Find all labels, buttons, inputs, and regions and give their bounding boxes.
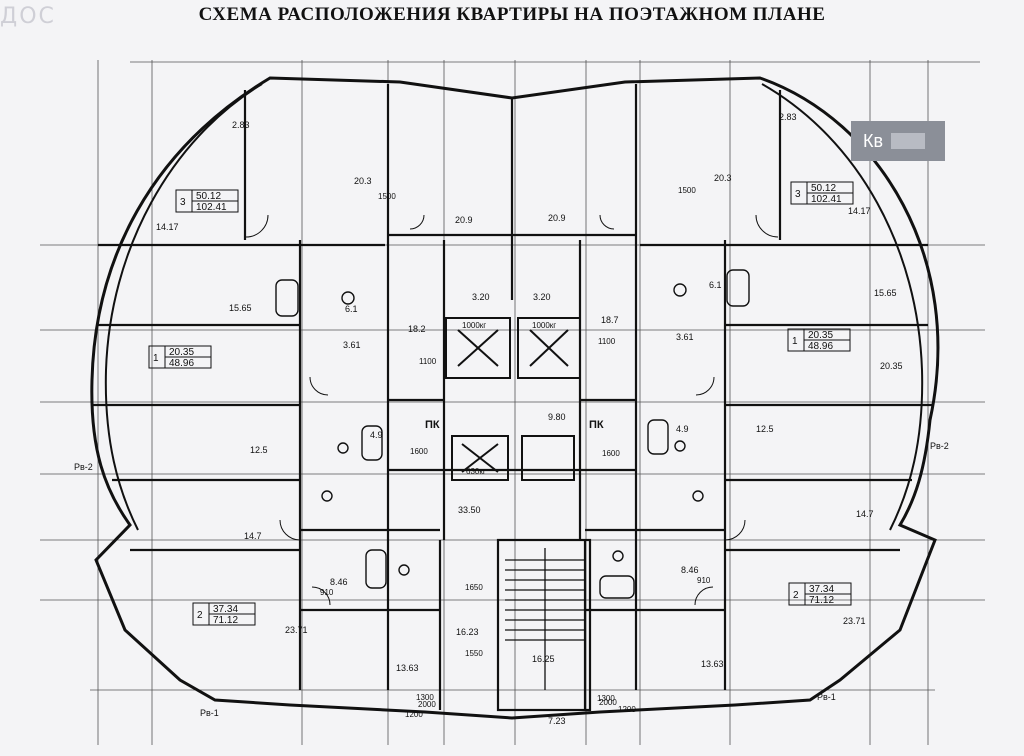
- apt-total: 48.96: [808, 341, 833, 352]
- dimension: 1500: [378, 192, 396, 201]
- room-area: 2.83: [232, 120, 250, 130]
- pk-label: ПК: [589, 419, 604, 431]
- dimension: 1100: [419, 357, 437, 366]
- dimension: 1200: [405, 710, 423, 719]
- room-area: 13.63: [701, 659, 724, 669]
- badge-label: Кв: [863, 130, 884, 151]
- dimension: 2000: [599, 698, 617, 707]
- apt-living: 20.35: [169, 347, 194, 358]
- section-mark: Рв-1: [817, 692, 836, 702]
- apt-total: 102.41: [811, 194, 842, 205]
- dimension: 2000: [418, 700, 436, 709]
- room-area: 23.71: [285, 625, 308, 635]
- building-outline: [90, 76, 940, 720]
- dimension: 1500: [678, 186, 696, 195]
- dimension-labels: 1600 1600 1100 1100 910 910 1500 1500 13…: [320, 186, 711, 719]
- room-area: 14.17: [156, 222, 179, 232]
- room-area: 20.3: [714, 173, 732, 183]
- staircase: [496, 538, 592, 712]
- room-area: 33.50: [458, 505, 481, 515]
- room-area: 14.7: [244, 531, 262, 541]
- dimension: 1550: [465, 649, 483, 658]
- room-area: 8.46: [681, 565, 699, 575]
- apt-living: 37.34: [809, 584, 834, 595]
- apt-rooms: 3: [795, 189, 801, 200]
- pk-label: ПК: [425, 419, 440, 431]
- apt-total: 102.41: [196, 202, 227, 213]
- room-area: 15.65: [229, 303, 252, 313]
- dimension: 1600: [602, 449, 620, 458]
- room-area: 7.23: [548, 716, 566, 726]
- section-mark: Рв-2: [930, 441, 949, 451]
- room-area: 14.17: [848, 206, 871, 216]
- room-area: 9.80: [548, 412, 566, 422]
- section-mark: Рв-1: [200, 708, 219, 718]
- room-area: 12.5: [756, 424, 774, 434]
- room-area: 2.83: [779, 112, 797, 122]
- apt-rooms: 2: [793, 590, 799, 601]
- dimension: 1300: [597, 694, 615, 703]
- elevator-label: 630кг: [466, 467, 486, 476]
- room-area: 3.20: [472, 292, 490, 302]
- core-labels: ПК ПК 1000кг 1000кг 630кг Рв-2 Рв-2 Рв-1…: [74, 321, 949, 718]
- bathroom-fixtures: [275, 269, 750, 599]
- room-area: 4.9: [676, 424, 689, 434]
- apt-living: 20.35: [808, 330, 833, 341]
- apt-rooms: 1: [792, 336, 798, 347]
- room-area: 6.1: [345, 304, 358, 314]
- badge-redacted-number: [891, 133, 926, 149]
- room-area: 16.25: [532, 654, 555, 664]
- elevator-label: 1000кг: [532, 321, 556, 330]
- room-area: 20.9: [548, 213, 566, 223]
- apt-rooms: 2: [197, 610, 203, 621]
- room-area: 20.35: [880, 361, 903, 371]
- room-area: 3.20: [533, 292, 551, 302]
- room-area: 6.1: [709, 280, 722, 290]
- apt-living: 50.12: [811, 183, 836, 194]
- room-area: 20.9: [455, 215, 473, 225]
- room-area: 16.23: [456, 627, 479, 637]
- room-area-labels: 20.3 20.3 20.9 20.9 14.17 14.17 15.65 15…: [156, 112, 903, 726]
- apt-total: 48.96: [169, 358, 194, 369]
- dimension: 910: [320, 588, 334, 597]
- dimension: 1650: [465, 583, 483, 592]
- room-area: 14.7: [856, 509, 874, 519]
- apt-total: 71.12: [213, 615, 238, 626]
- apartment-badge: Кв: [851, 121, 945, 161]
- dimension: 1200: [618, 705, 636, 714]
- dimension: 910: [697, 576, 711, 585]
- apt-rooms: 3: [180, 197, 186, 208]
- apartment-labels: 3 50.12 102.41 3 50.12 102.41 1 20.35 48…: [153, 183, 842, 626]
- apt-total: 71.12: [809, 595, 834, 606]
- dimension: 1600: [410, 447, 428, 456]
- room-area: 15.65: [874, 288, 897, 298]
- room-area: 13.63: [396, 663, 419, 673]
- room-area: 4.9: [370, 430, 383, 440]
- elevator-label: 1000кг: [462, 321, 486, 330]
- room-area: 23.71: [843, 616, 866, 626]
- room-area: 3.61: [676, 332, 694, 342]
- dimension: 1300: [416, 693, 434, 702]
- room-area: 8.46: [330, 577, 348, 587]
- elevator-shafts: [445, 317, 581, 481]
- door-swings: [245, 214, 779, 606]
- watermark: ДОС: [0, 4, 56, 29]
- room-area: 18.2: [408, 324, 426, 334]
- interior-walls: [92, 84, 932, 710]
- page-title: СХЕМА РАСПОЛОЖЕНИЯ КВАРТИРЫ НА ПОЭТАЖНОМ…: [198, 4, 826, 25]
- dimension: 1100: [598, 337, 616, 346]
- apartment-tags: [148, 181, 854, 626]
- room-area: 18.7: [601, 315, 619, 325]
- room-area: 3.61: [343, 340, 361, 350]
- apt-living: 50.12: [196, 191, 221, 202]
- room-area: 12.5: [250, 445, 268, 455]
- apt-rooms: 1: [153, 353, 159, 364]
- room-area: 20.3: [354, 176, 372, 186]
- apt-living: 37.34: [213, 604, 238, 615]
- section-mark: Рв-2: [74, 462, 93, 472]
